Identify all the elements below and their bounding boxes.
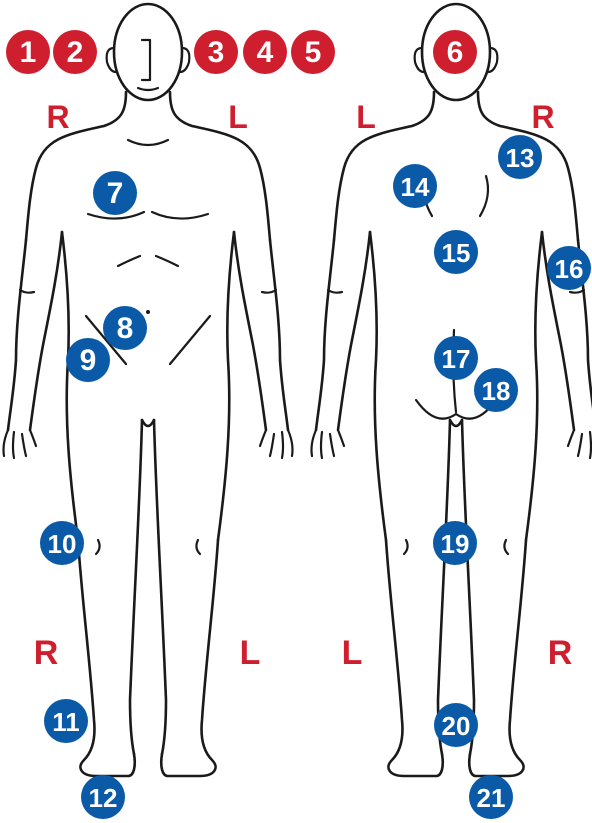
label-back-upper-right: R bbox=[531, 99, 554, 135]
marker-21-number: 21 bbox=[477, 783, 506, 813]
marker-17-number: 17 bbox=[442, 344, 471, 374]
label-front-lower-right: R bbox=[34, 634, 59, 672]
marker-5-number: 5 bbox=[305, 36, 322, 69]
marker-3: 3 bbox=[194, 30, 238, 74]
marker-16-number: 16 bbox=[555, 254, 584, 284]
marker-11: 11 bbox=[44, 699, 88, 743]
marker-7-number: 7 bbox=[107, 177, 124, 210]
marker-19-number: 19 bbox=[441, 529, 470, 559]
marker-19: 19 bbox=[433, 521, 477, 565]
marker-7: 7 bbox=[93, 171, 137, 215]
marker-2: 2 bbox=[53, 30, 97, 74]
marker-6-number: 6 bbox=[447, 36, 464, 69]
marker-14-number: 14 bbox=[401, 172, 430, 202]
label-back-upper-left: L bbox=[356, 99, 376, 135]
marker-9: 9 bbox=[66, 338, 110, 382]
marker-16: 16 bbox=[547, 246, 591, 290]
marker-1-number: 1 bbox=[20, 36, 37, 69]
label-back-lower-left: L bbox=[342, 634, 363, 672]
marker-3-number: 3 bbox=[208, 36, 225, 69]
marker-5: 5 bbox=[291, 30, 335, 74]
marker-11-number: 11 bbox=[52, 707, 80, 737]
marker-2-number: 2 bbox=[67, 36, 84, 69]
label-back-lower-right: R bbox=[548, 634, 573, 672]
marker-4: 4 bbox=[243, 30, 287, 74]
marker-12-number: 12 bbox=[89, 783, 118, 813]
marker-10: 10 bbox=[40, 521, 84, 565]
marker-14: 14 bbox=[393, 164, 437, 208]
label-front-upper-right: R bbox=[46, 99, 69, 135]
marker-18-number: 18 bbox=[482, 376, 511, 406]
marker-15-number: 15 bbox=[442, 238, 471, 268]
label-front-lower-left: L bbox=[240, 634, 261, 672]
marker-8-number: 8 bbox=[117, 312, 134, 345]
marker-21: 21 bbox=[469, 775, 513, 819]
marker-8: 8 bbox=[103, 306, 147, 350]
marker-13-number: 13 bbox=[506, 143, 535, 173]
marker-4-number: 4 bbox=[257, 36, 274, 69]
marker-9-number: 9 bbox=[80, 344, 97, 377]
marker-18: 18 bbox=[474, 368, 518, 412]
marker-20-number: 20 bbox=[442, 711, 471, 741]
marker-15: 15 bbox=[434, 230, 478, 274]
marker-10-number: 10 bbox=[48, 529, 77, 559]
marker-20: 20 bbox=[434, 703, 478, 747]
label-front-upper-left: L bbox=[228, 99, 248, 135]
marker-1: 1 bbox=[6, 30, 50, 74]
marker-13: 13 bbox=[498, 135, 542, 179]
marker-17: 17 bbox=[434, 336, 478, 380]
marker-12: 12 bbox=[81, 775, 125, 819]
marker-6: 6 bbox=[433, 30, 477, 74]
